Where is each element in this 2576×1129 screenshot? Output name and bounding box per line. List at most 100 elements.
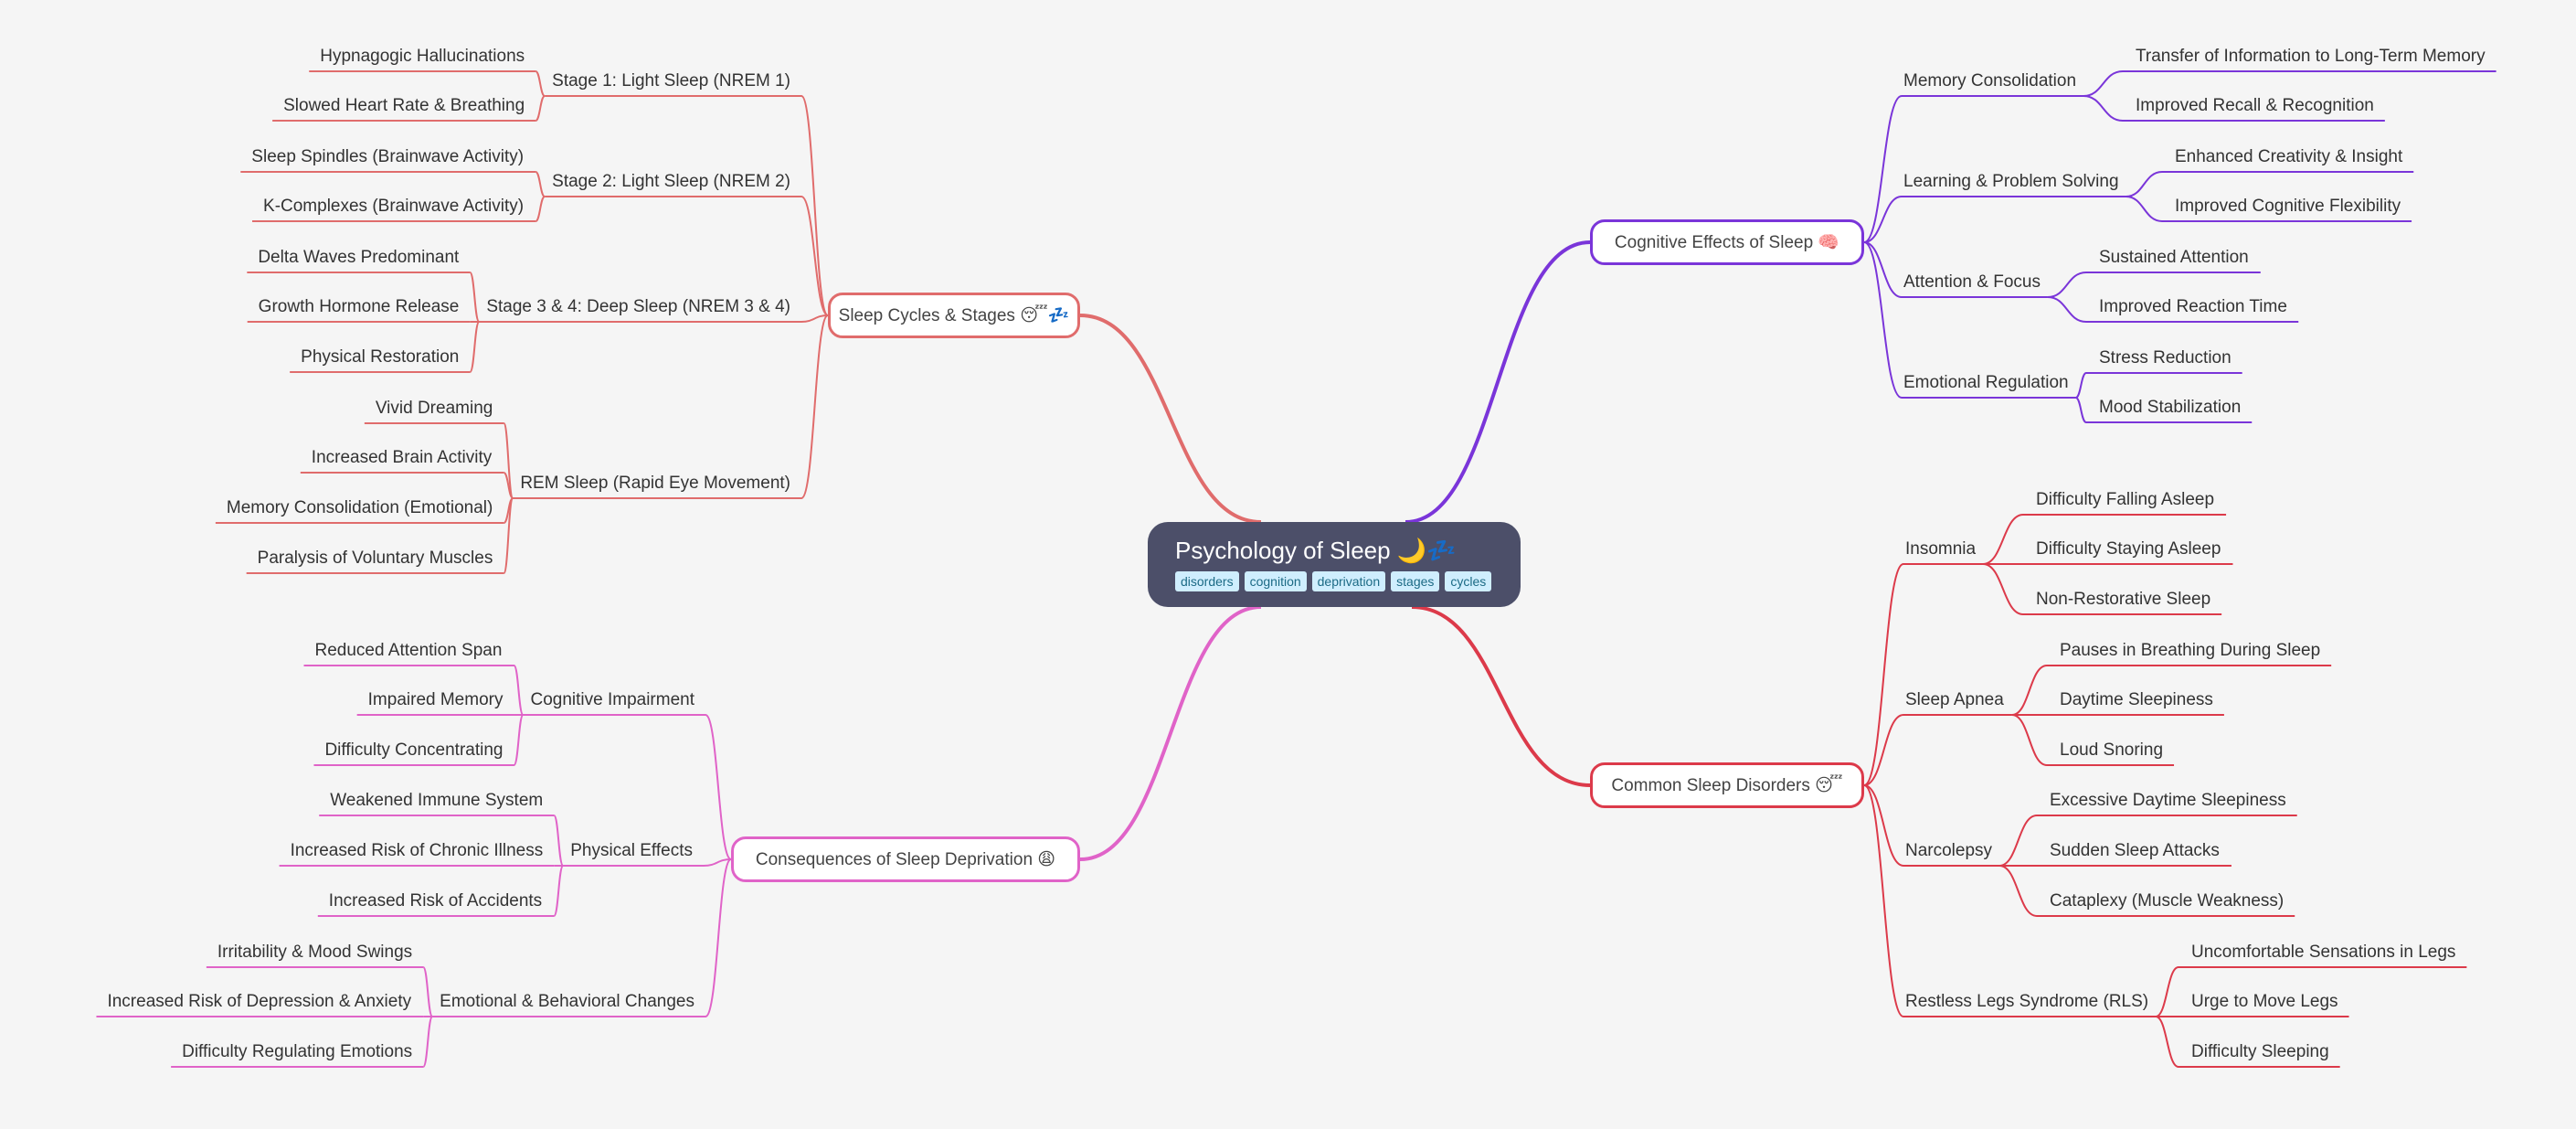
leaf-deprivation-2-1[interactable]: Increased Risk of Depression & Anxiety xyxy=(107,992,412,1011)
link xyxy=(535,171,546,197)
leaf-disorders-0-2[interactable]: Non-Restorative Sleep xyxy=(2036,590,2211,609)
topic-deprivation-2[interactable]: Emotional & Behavioral Changes xyxy=(440,992,694,1011)
leaf-stages-0-1[interactable]: Slowed Heart Rate & Breathing xyxy=(283,96,525,115)
root-node[interactable]: Psychology of Sleep 🌙💤 disorders cogniti… xyxy=(1148,522,1521,607)
link xyxy=(1079,314,1262,524)
tag-disorders[interactable]: disorders xyxy=(1175,571,1239,591)
link xyxy=(503,472,514,499)
link xyxy=(1079,605,1262,861)
link xyxy=(513,714,525,766)
topic-deprivation-0[interactable]: Cognitive Impairment xyxy=(530,690,694,709)
leaf-disorders-1-2[interactable]: Loud Snoring xyxy=(2060,740,2164,760)
link xyxy=(1863,196,1903,243)
link xyxy=(800,196,829,316)
leaf-cognitive-1-1[interactable]: Improved Cognitive Flexibility xyxy=(2175,197,2401,216)
link xyxy=(535,196,546,222)
branch-deprivation[interactable]: Consequences of Sleep Deprivation 😩 xyxy=(731,836,1080,882)
leaf-disorders-1-1[interactable]: Daytime Sleepiness xyxy=(2060,690,2213,709)
leaf-stages-1-0[interactable]: Sleep Spindles (Brainwave Activity) xyxy=(251,147,525,166)
link xyxy=(2155,966,2179,1017)
leaf-disorders-2-0[interactable]: Excessive Daytime Sleepiness xyxy=(2050,791,2286,810)
leaf-disorders-2-2[interactable]: Cataplexy (Muscle Weakness) xyxy=(2050,891,2284,911)
leaf-disorders-1-0[interactable]: Pauses in Breathing During Sleep xyxy=(2060,641,2321,660)
leaf-cognitive-1-0[interactable]: Enhanced Creativity & Insight xyxy=(2175,147,2403,166)
topic-stages-0[interactable]: Stage 1: Light Sleep (NREM 1) xyxy=(552,71,790,91)
leaf-stages-0-0[interactable]: Hypnagogic Hallucinations xyxy=(320,47,525,66)
link xyxy=(503,497,514,574)
leaf-stages-2-2[interactable]: Physical Restoration xyxy=(301,347,460,367)
link xyxy=(535,70,546,97)
topic-cognitive-1[interactable]: Learning & Problem Solving xyxy=(1903,172,2119,191)
link xyxy=(2083,95,2124,122)
link xyxy=(1863,784,1904,867)
link xyxy=(1998,865,2038,917)
leaf-cognitive-0-0[interactable]: Transfer of Information to Long-Term Mem… xyxy=(2136,47,2486,66)
link xyxy=(469,272,481,323)
link xyxy=(422,966,434,1017)
branch-cognitive[interactable]: Cognitive Effects of Sleep 🧠 xyxy=(1590,219,1864,265)
leaf-deprivation-1-1[interactable]: Increased Risk of Chronic Illness xyxy=(290,841,544,860)
leaf-cognitive-2-1[interactable]: Improved Reaction Time xyxy=(2099,297,2287,316)
link xyxy=(2075,397,2087,423)
link xyxy=(2155,1016,2179,1068)
leaf-stages-1-1[interactable]: K-Complexes (Brainwave Activity) xyxy=(263,197,525,216)
leaf-stages-3-3[interactable]: Paralysis of Voluntary Muscles xyxy=(257,549,493,568)
link xyxy=(2075,372,2087,399)
link xyxy=(2011,665,2048,716)
link xyxy=(2125,196,2163,222)
leaf-deprivation-2-0[interactable]: Irritability & Mood Swings xyxy=(217,943,413,962)
tag-cycles[interactable]: cycles xyxy=(1445,571,1492,591)
topic-cognitive-2[interactable]: Attention & Focus xyxy=(1903,272,2041,292)
tag-deprivation[interactable]: deprivation xyxy=(1311,571,1386,591)
link xyxy=(703,858,732,867)
leaf-deprivation-2-2[interactable]: Difficulty Regulating Emotions xyxy=(182,1042,413,1061)
leaf-stages-3-0[interactable]: Vivid Dreaming xyxy=(375,399,493,418)
topic-stages-1[interactable]: Stage 2: Light Sleep (NREM 2) xyxy=(552,172,790,191)
topic-disorders-2[interactable]: Narcolepsy xyxy=(1905,841,1993,860)
leaf-stages-3-2[interactable]: Memory Consolidation (Emotional) xyxy=(226,498,493,517)
branch-disorders[interactable]: Common Sleep Disorders 😴 xyxy=(1590,762,1864,808)
link xyxy=(1998,815,2038,867)
link xyxy=(422,1016,434,1068)
link xyxy=(1405,240,1591,524)
topic-disorders-0[interactable]: Insomnia xyxy=(1905,539,1977,559)
leaf-disorders-3-1[interactable]: Urge to Move Legs xyxy=(2191,992,2338,1011)
link xyxy=(513,665,525,716)
leaf-stages-2-0[interactable]: Delta Waves Predominant xyxy=(258,248,460,267)
topic-cognitive-3[interactable]: Emotional Regulation xyxy=(1903,373,2069,392)
leaf-deprivation-1-2[interactable]: Increased Risk of Accidents xyxy=(328,891,543,911)
leaf-deprivation-0-2[interactable]: Difficulty Concentrating xyxy=(324,740,504,760)
branch-stages[interactable]: Sleep Cycles & Stages 😴💤 xyxy=(828,293,1080,338)
leaf-disorders-2-1[interactable]: Sudden Sleep Attacks xyxy=(2050,841,2220,860)
leaf-stages-3-1[interactable]: Increased Brain Activity xyxy=(311,448,493,467)
topic-deprivation-1[interactable]: Physical Effects xyxy=(570,841,693,860)
link xyxy=(2047,296,2087,323)
link xyxy=(2083,70,2124,97)
leaf-cognitive-3-0[interactable]: Stress Reduction xyxy=(2099,348,2231,367)
topic-disorders-3[interactable]: Restless Legs Syndrome (RLS) xyxy=(1905,992,2149,1011)
topic-disorders-1[interactable]: Sleep Apnea xyxy=(1905,690,2004,709)
leaf-disorders-3-2[interactable]: Difficulty Sleeping xyxy=(2191,1042,2329,1061)
leaf-cognitive-0-1[interactable]: Improved Recall & Recognition xyxy=(2136,96,2374,115)
leaf-deprivation-0-0[interactable]: Reduced Attention Span xyxy=(314,641,503,660)
topic-stages-3[interactable]: REM Sleep (Rapid Eye Movement) xyxy=(520,474,790,493)
link xyxy=(1982,563,2024,615)
tag-cognition[interactable]: cognition xyxy=(1244,571,1307,591)
leaf-cognitive-3-1[interactable]: Mood Stabilization xyxy=(2099,398,2242,417)
link xyxy=(800,314,829,499)
leaf-deprivation-1-0[interactable]: Weakened Immune System xyxy=(330,791,544,810)
link xyxy=(553,865,565,917)
leaf-disorders-3-0[interactable]: Uncomfortable Sensations in Legs xyxy=(2191,943,2456,962)
link xyxy=(800,95,829,316)
tag-stages[interactable]: stages xyxy=(1391,571,1440,591)
leaf-disorders-0-1[interactable]: Difficulty Staying Asleep xyxy=(2036,539,2221,559)
leaf-stages-2-1[interactable]: Growth Hormone Release xyxy=(258,297,460,316)
topic-cognitive-0[interactable]: Memory Consolidation xyxy=(1903,71,2077,91)
link xyxy=(553,815,565,867)
link xyxy=(800,314,829,323)
leaf-cognitive-2-0[interactable]: Sustained Attention xyxy=(2099,248,2249,267)
link xyxy=(2011,714,2048,766)
topic-stages-2[interactable]: Stage 3 & 4: Deep Sleep (NREM 3 & 4) xyxy=(486,297,790,316)
leaf-disorders-0-0[interactable]: Difficulty Falling Asleep xyxy=(2036,490,2215,509)
leaf-deprivation-0-1[interactable]: Impaired Memory xyxy=(367,690,504,709)
